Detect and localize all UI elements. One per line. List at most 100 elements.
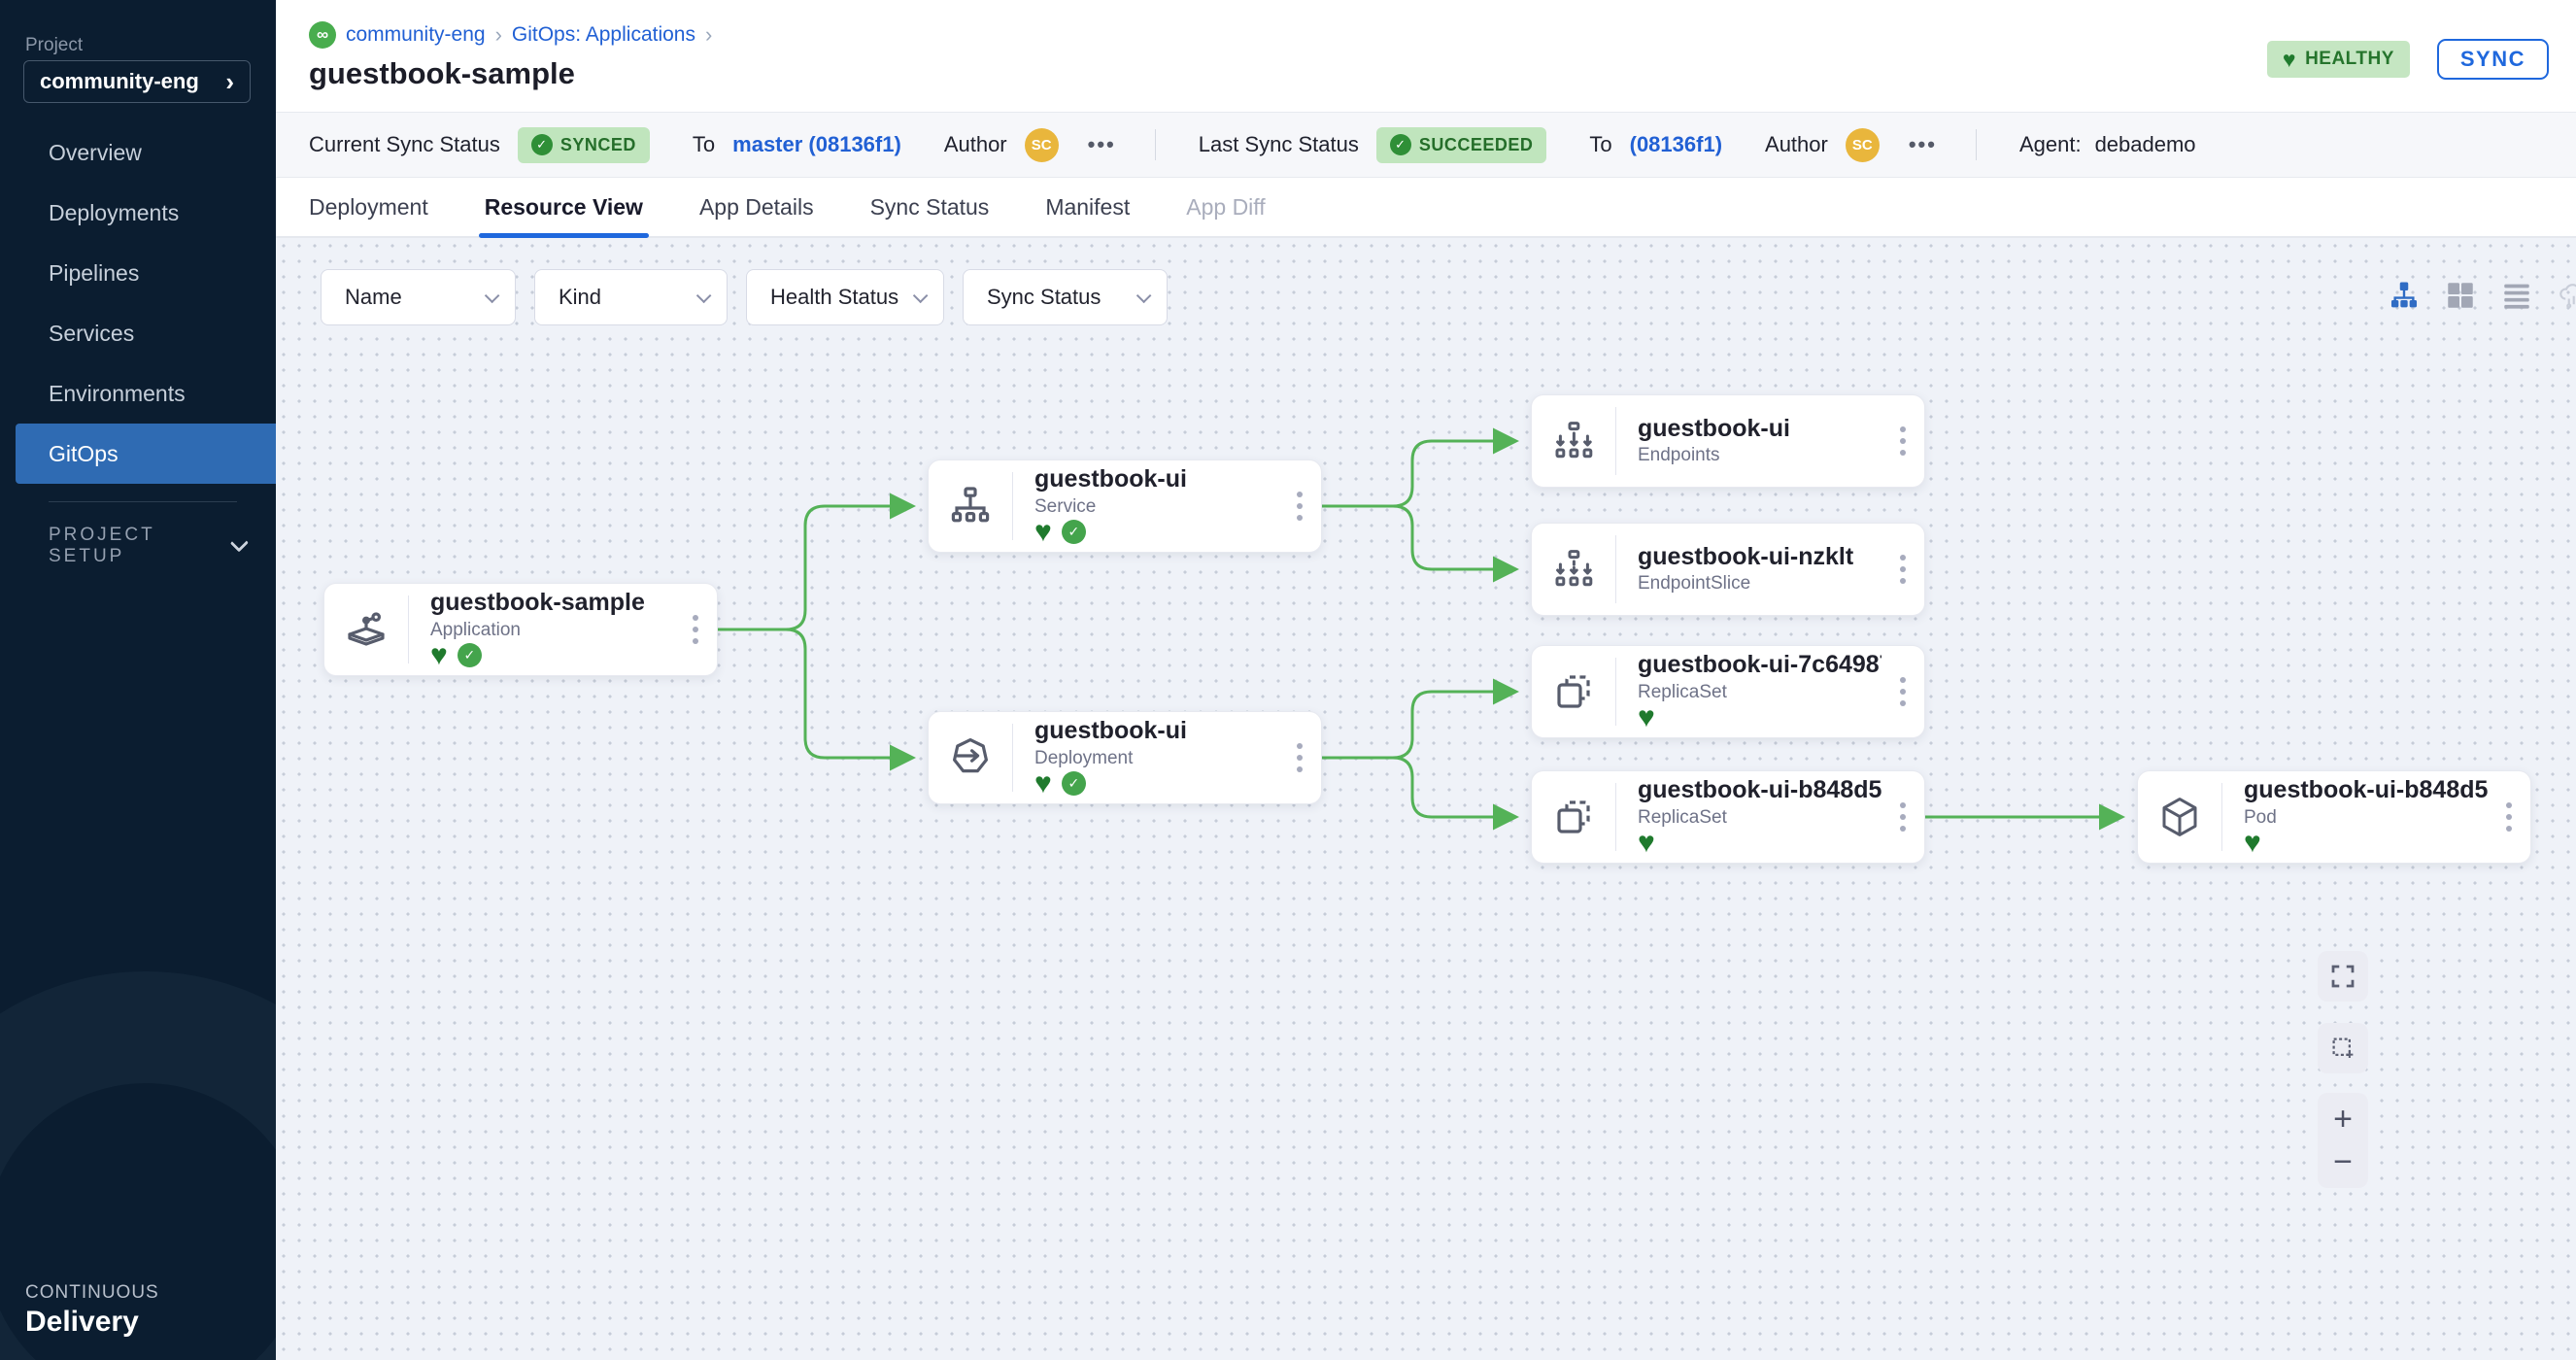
filter-sync-status-dropdown[interactable]: Sync Status <box>963 269 1168 325</box>
node-pod-guestbook-ui-b848d5d9[interactable]: guestbook-ui-b848d5d9... Pod ♥ <box>2137 770 2531 864</box>
current-target-link[interactable]: master (08136f1) <box>732 132 901 157</box>
tab-bar: Deployment Resource View App Details Syn… <box>276 178 2576 238</box>
tab-deployment[interactable]: Deployment <box>309 194 428 236</box>
synced-badge-label: SYNCED <box>560 135 636 155</box>
node-title: guestbook-ui-nzklt <box>1638 544 1881 571</box>
node-kebab-menu[interactable] <box>1278 492 1321 521</box>
sidebar-item-environments[interactable]: Environments <box>0 363 276 424</box>
agent-label: Agent: <box>2019 132 2082 157</box>
node-body: guestbook-ui Endpoints <box>1616 416 1881 467</box>
resource-tree-canvas: Name Kind Health Status Sync Status <box>276 238 2576 1360</box>
node-title: guestbook-sample <box>430 590 674 617</box>
node-deployment-guestbook-ui[interactable]: guestbook-ui Deployment ♥ ✓ <box>928 711 1322 804</box>
heart-icon: ♥ <box>2283 49 2296 71</box>
endpointslice-icon <box>1532 546 1615 593</box>
grid-view-icon[interactable] <box>2444 279 2477 312</box>
zoom-in-icon[interactable]: + <box>2333 1103 2353 1136</box>
node-title: guestbook-ui <box>1034 466 1278 493</box>
node-kebab-menu[interactable] <box>674 615 717 644</box>
sidebar-item-overview[interactable]: Overview <box>0 122 276 183</box>
node-replicaset-guestbook-ui-b848d5d9d[interactable]: guestbook-ui-b848d5d9d ReplicaSet ♥ <box>1531 770 1925 864</box>
pod-icon <box>2138 794 2221 840</box>
node-kebab-menu[interactable] <box>1881 426 1924 456</box>
node-title: guestbook-ui <box>1638 416 1881 443</box>
node-body: guestbook-ui-b848d5d9... Pod ♥ <box>2222 777 2488 857</box>
sidebar-item-deployments[interactable]: Deployments <box>0 183 276 243</box>
synced-check-icon: ✓ <box>458 643 482 667</box>
healthy-heart-icon: ♥ <box>1638 705 1655 731</box>
node-kebab-menu[interactable] <box>1278 743 1321 772</box>
zoom-out-icon[interactable]: − <box>2333 1145 2353 1178</box>
node-title: guestbook-ui-b848d5d9... <box>2244 777 2488 804</box>
sync-status-bar: Current Sync Status ✓ SYNCED To master (… <box>276 112 2576 178</box>
node-endpoints-guestbook-ui[interactable]: guestbook-ui Endpoints <box>1531 394 1925 488</box>
sidebar-item-services[interactable]: Services <box>0 303 276 363</box>
filter-label: Kind <box>559 285 601 310</box>
more-authors-ellipsis[interactable]: ••• <box>1088 132 1116 157</box>
node-kind: ReplicaSet <box>1638 807 1881 829</box>
node-application-guestbook-sample[interactable]: guestbook-sample Application ♥ ✓ <box>323 583 718 676</box>
filter-name-dropdown[interactable]: Name <box>321 269 516 325</box>
resource-filters: Name Kind Health Status Sync Status <box>321 269 1168 325</box>
project-selector[interactable]: community-eng › <box>23 60 251 103</box>
fullscreen-button[interactable] <box>2318 951 2368 1002</box>
node-kebab-menu[interactable] <box>1881 555 1924 584</box>
node-title: guestbook-ui-7c64987dc9 <box>1638 652 1881 679</box>
node-kebab-menu[interactable] <box>2488 802 2530 832</box>
replicaset-icon <box>1532 668 1615 715</box>
author-label: Author <box>1765 132 1828 157</box>
tab-manifest[interactable]: Manifest <box>1045 194 1130 236</box>
gitops-link-icon: ∞ <box>309 21 336 49</box>
node-replicaset-guestbook-ui-7c64987dc9[interactable]: guestbook-ui-7c64987dc9 ReplicaSet ♥ <box>1531 645 1925 738</box>
more-authors-ellipsis[interactable]: ••• <box>1909 132 1937 157</box>
breadcrumb-project-link[interactable]: community-eng <box>346 23 486 47</box>
healthy-heart-icon: ♥ <box>2244 831 2261 856</box>
chevron-right-icon: › <box>225 69 234 94</box>
node-body: guestbook-sample Application ♥ ✓ <box>409 590 674 669</box>
sidebar-item-gitops[interactable]: GitOps <box>16 424 276 484</box>
application-icon <box>324 606 408 653</box>
replicaset-icon <box>1532 794 1615 840</box>
zoom-controls: + − <box>2318 1093 2368 1188</box>
project-name: community-eng <box>40 69 225 94</box>
sidebar-divider <box>49 501 237 502</box>
last-target-link[interactable]: (08136f1) <box>1630 132 1722 157</box>
current-sync-label: Current Sync Status <box>309 132 500 157</box>
filter-kind-dropdown[interactable]: Kind <box>534 269 728 325</box>
tab-sync-status[interactable]: Sync Status <box>870 194 990 236</box>
cloud-network-view-icon[interactable] <box>2557 279 2576 312</box>
node-body: guestbook-ui-b848d5d9d ReplicaSet ♥ <box>1616 777 1881 857</box>
node-kind: Application <box>430 620 674 641</box>
tab-resource-view[interactable]: Resource View <box>485 194 643 236</box>
fullscreen-icon <box>2328 962 2357 991</box>
list-view-icon[interactable] <box>2500 279 2533 312</box>
node-kebab-menu[interactable] <box>1881 677 1924 706</box>
filter-label: Sync Status <box>987 285 1101 310</box>
node-service-guestbook-ui[interactable]: guestbook-ui Service ♥ ✓ <box>928 459 1322 553</box>
author-label: Author <box>944 132 1007 157</box>
author-avatar: SC <box>1846 128 1880 162</box>
main-area: ∞ community-eng › GitOps: Applications ›… <box>276 0 2576 1360</box>
to-label: To <box>693 132 715 157</box>
breadcrumb-section-link[interactable]: GitOps: Applications <box>512 23 695 47</box>
tab-app-details[interactable]: App Details <box>699 194 814 236</box>
project-setup-toggle[interactable]: PROJECT SETUP <box>49 525 243 567</box>
tree-view-icon[interactable] <box>2388 279 2421 312</box>
sync-button[interactable]: SYNC <box>2437 39 2549 80</box>
page-title: guestbook-sample <box>309 56 575 91</box>
node-body: guestbook-ui Service ♥ ✓ <box>1013 466 1278 546</box>
filter-label: Health Status <box>770 285 898 310</box>
synced-check-icon: ✓ <box>1062 771 1086 796</box>
node-endpointslice-guestbook-ui-nzklt[interactable]: guestbook-ui-nzklt EndpointSlice <box>1531 523 1925 616</box>
brand-continuous: CONTINUOUS <box>25 1282 159 1304</box>
sidebar-item-pipelines[interactable]: Pipelines <box>0 243 276 303</box>
filter-health-status-dropdown[interactable]: Health Status <box>746 269 944 325</box>
page-header: ∞ community-eng › GitOps: Applications ›… <box>276 0 2576 112</box>
breadcrumb-separator: › <box>705 22 712 48</box>
tab-app-diff[interactable]: App Diff <box>1186 194 1265 236</box>
node-kebab-menu[interactable] <box>1881 802 1924 832</box>
succeeded-badge-label: SUCCEEDED <box>1419 135 1534 155</box>
box-select-button[interactable] <box>2318 1023 2368 1073</box>
node-title: guestbook-ui <box>1034 718 1278 745</box>
check-circle-icon: ✓ <box>1390 134 1411 155</box>
